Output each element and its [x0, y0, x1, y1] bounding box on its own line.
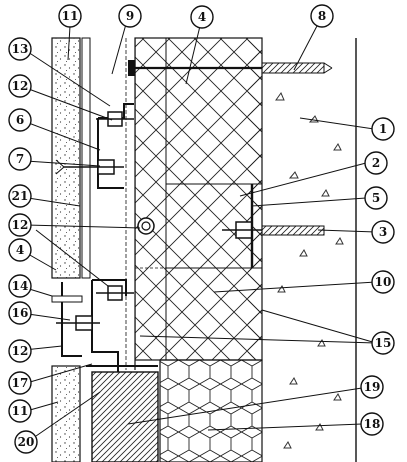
insulation-layer — [134, 37, 263, 361]
svg-text:1: 1 — [379, 122, 387, 136]
svg-text:4: 4 — [198, 10, 206, 24]
bolt-wall-anchor — [222, 184, 325, 268]
bolt-insulation — [137, 217, 155, 235]
callout-18: 18 — [360, 412, 384, 436]
callout-12-c: 12 — [8, 339, 32, 363]
callout-6: 6 — [8, 108, 32, 132]
cladding-panel-upper — [51, 37, 91, 279]
concrete-wall — [262, 38, 357, 462]
svg-text:14: 14 — [12, 279, 29, 293]
callout-17: 17 — [8, 371, 32, 395]
callout-19: 19 — [360, 375, 384, 399]
svg-text:3: 3 — [379, 225, 387, 239]
svg-text:17: 17 — [12, 376, 29, 390]
callout-11-top: 11 — [58, 4, 82, 28]
callout-11-bottom: 11 — [8, 399, 32, 423]
svg-text:6: 6 — [16, 113, 24, 127]
anchor-rod — [128, 60, 333, 76]
callout-4-top: 4 — [190, 5, 214, 29]
svg-text:21: 21 — [12, 189, 29, 203]
callout-9: 9 — [118, 4, 142, 28]
callout-16: 16 — [8, 301, 32, 325]
svg-text:20: 20 — [18, 435, 35, 449]
insulation-edge — [248, 38, 262, 360]
callout-12-b: 12 — [8, 213, 32, 237]
svg-text:7: 7 — [16, 152, 24, 166]
callout-7: 7 — [8, 147, 32, 171]
callout-8: 8 — [310, 4, 334, 28]
svg-text:9: 9 — [126, 9, 134, 23]
svg-text:5: 5 — [372, 191, 380, 205]
callout-12-a: 12 — [8, 74, 32, 98]
callout-20: 20 — [14, 430, 38, 454]
callout-10: 10 — [371, 270, 395, 294]
cladding-panel-lower — [51, 365, 81, 462]
callout-3: 3 — [371, 220, 395, 244]
callout-13: 13 — [8, 37, 32, 61]
svg-text:8: 8 — [318, 9, 326, 23]
svg-text:18: 18 — [364, 417, 381, 431]
callout-layer: 11 9 4 8 13 12 1 6 — [8, 4, 395, 454]
svg-text:2: 2 — [372, 156, 380, 170]
svg-text:19: 19 — [364, 380, 381, 394]
svg-text:11: 11 — [62, 9, 79, 23]
svg-text:4: 4 — [16, 243, 24, 257]
callout-1: 1 — [371, 117, 395, 141]
callout-4-left: 4 — [8, 238, 32, 262]
callout-2: 2 — [364, 151, 388, 175]
svg-text:16: 16 — [12, 306, 29, 320]
bolt-mid — [55, 159, 124, 175]
bolt-lower — [51, 285, 134, 331]
svg-text:13: 13 — [12, 42, 29, 56]
callout-21: 21 — [8, 184, 32, 208]
callout-5: 5 — [364, 186, 388, 210]
fire-stop-block — [86, 365, 159, 462]
callout-15: 15 — [371, 331, 395, 355]
svg-text:12: 12 — [12, 79, 29, 93]
svg-text:12: 12 — [12, 218, 29, 232]
svg-text:11: 11 — [12, 404, 29, 418]
svg-text:12: 12 — [12, 344, 29, 358]
svg-text:10: 10 — [375, 275, 392, 289]
svg-text:15: 15 — [375, 336, 392, 350]
callout-14: 14 — [8, 274, 32, 298]
